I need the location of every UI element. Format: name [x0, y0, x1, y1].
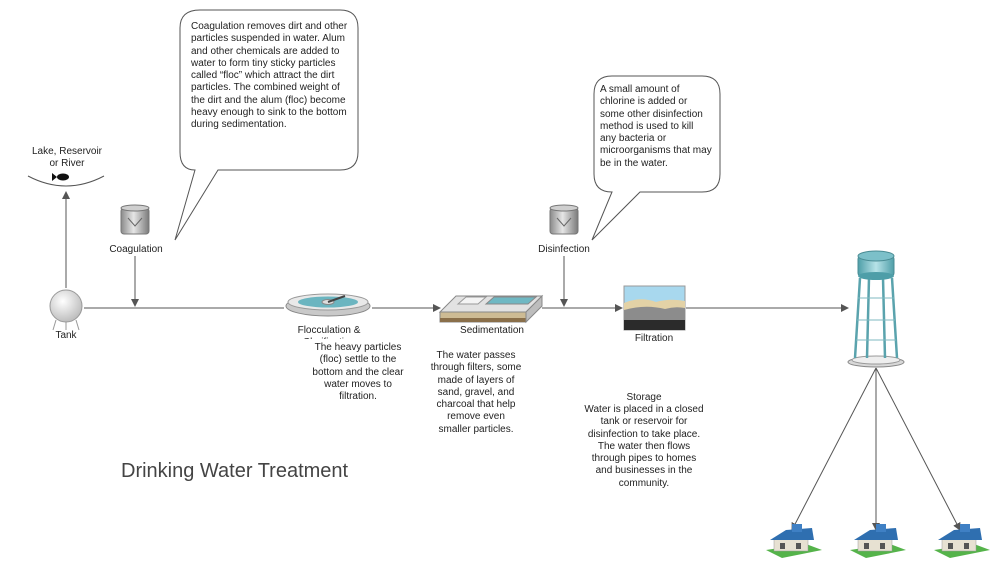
flow-arrow-house-3	[875, 367, 961, 531]
tank-icon	[49, 289, 83, 331]
filtration-layers-icon	[623, 285, 686, 331]
coagulation-callout-bubble	[174, 9, 359, 241]
flow-lines	[62, 191, 961, 531]
disinfection-tank-icon	[549, 204, 579, 235]
sedimentation-label: Sedimentation	[447, 325, 537, 338]
storage-description: Water is placed in a closed tank or rese…	[584, 404, 704, 489]
diagram-title: Drinking Water Treatment	[121, 460, 349, 482]
filtration-label: Filtration	[634, 333, 674, 344]
water-tower-icon	[847, 250, 905, 368]
coagulation-tank-icon	[120, 204, 150, 235]
flow-arrow-house-1	[791, 367, 877, 531]
lake-label: Lake, Reservoir or River	[31, 146, 103, 170]
flocculation-label: Flocculation & Clarification	[297, 325, 361, 339]
sedimentation-basin-icon	[438, 294, 544, 324]
coagulation-label: Coagulation	[109, 244, 163, 255]
disinfection-description: A small amount of chlorine is added or s…	[600, 84, 712, 169]
coagulation-description: Coagulation removes dirt and other parti…	[191, 21, 348, 131]
disinfection-label: Disinfection	[538, 244, 590, 255]
lake-icon	[27, 173, 105, 187]
disinfection-callout-bubble	[591, 75, 721, 241]
house-1-icon	[766, 524, 822, 558]
filtration-description: The water passes through filters, some m…	[430, 350, 522, 435]
house-3-icon	[934, 524, 990, 558]
storage-title: Storage	[626, 392, 662, 403]
sedimentation-description: The heavy particles (floc) settle to the…	[310, 342, 406, 404]
house-2-icon	[850, 524, 906, 558]
clarifier-icon	[285, 293, 371, 317]
tank-label: Tank	[55, 330, 77, 341]
